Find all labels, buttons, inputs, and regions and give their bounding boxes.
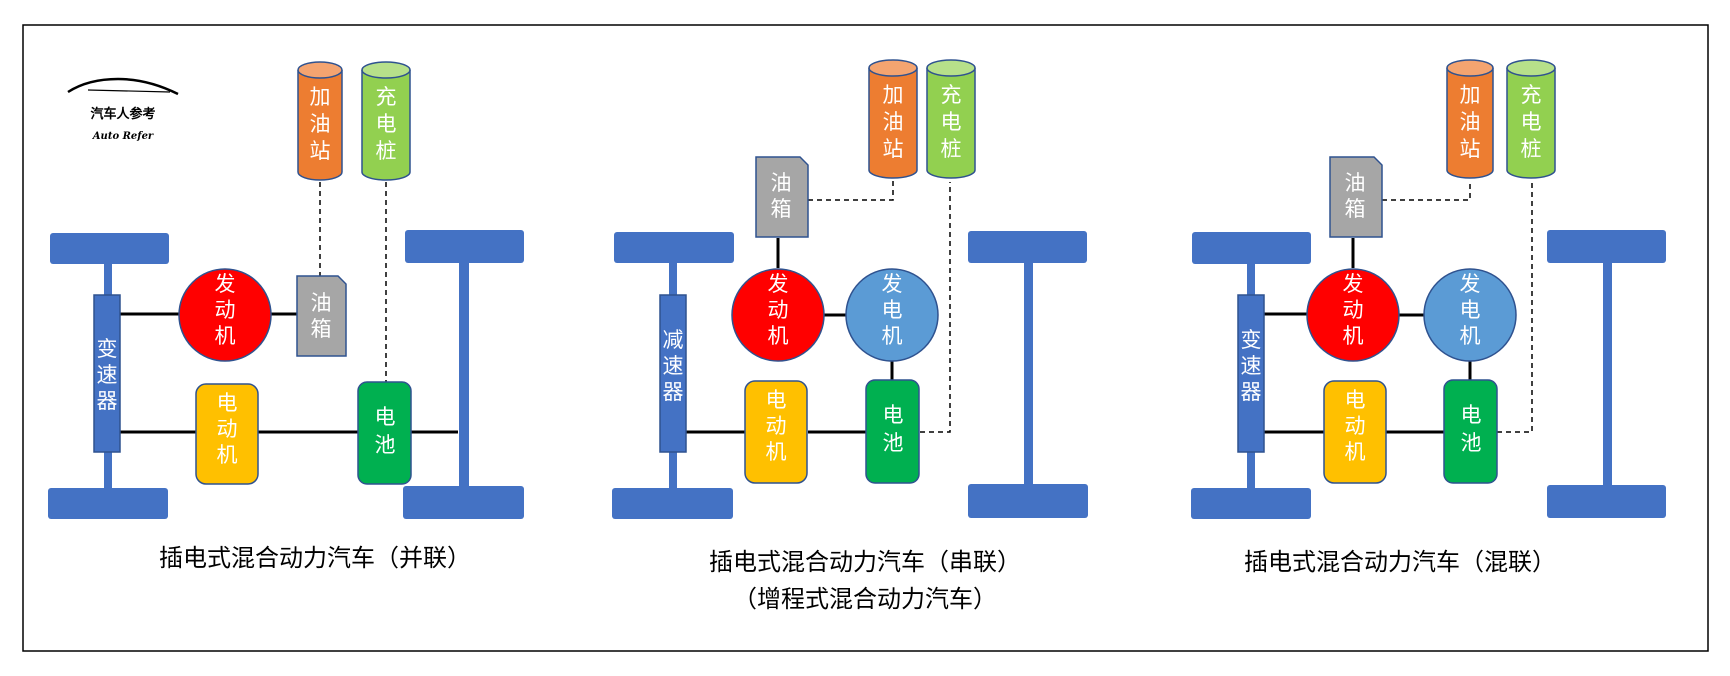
wheel-rear-right bbox=[968, 484, 1088, 518]
gas-station-label: 加油站 bbox=[1460, 83, 1481, 161]
gas-station bbox=[1446, 59, 1494, 179]
fuel-tank-label: 油箱 bbox=[311, 291, 332, 341]
engine-label: 发动机 bbox=[215, 272, 236, 348]
generator-label: 发电机 bbox=[882, 272, 903, 348]
motor-label: 电动机 bbox=[217, 391, 238, 467]
logo: 汽车人参考 Auto Refer bbox=[67, 77, 179, 142]
gas-station bbox=[297, 61, 343, 181]
motor-label: 电动机 bbox=[1345, 388, 1366, 464]
battery bbox=[865, 379, 920, 484]
rear-axle bbox=[1024, 263, 1033, 484]
battery-label: 电池 bbox=[883, 403, 904, 455]
fuel-tank bbox=[755, 156, 809, 238]
wheel-front-right bbox=[48, 488, 168, 519]
charger bbox=[926, 59, 976, 179]
transmission bbox=[93, 294, 121, 453]
engine bbox=[731, 268, 825, 362]
caption-series-sub: （增程式混合动力汽车） bbox=[733, 585, 997, 613]
wheel-rear-right bbox=[1547, 485, 1666, 518]
battery bbox=[357, 381, 412, 485]
wheel-rear-left bbox=[968, 231, 1087, 263]
fuel-tank bbox=[1329, 156, 1383, 238]
engine-label: 发动机 bbox=[1343, 272, 1364, 348]
wheel-front-right bbox=[612, 488, 733, 519]
wheel-rear-left bbox=[405, 230, 524, 263]
generator bbox=[1423, 268, 1517, 362]
reducer-label: 减速器 bbox=[663, 328, 684, 404]
gas-station bbox=[868, 59, 918, 179]
engine-label: 发动机 bbox=[768, 272, 789, 348]
fuel-tank-label: 油箱 bbox=[1345, 171, 1366, 221]
motor-label: 电动机 bbox=[766, 388, 787, 464]
rear-axle bbox=[459, 263, 469, 486]
engine bbox=[178, 268, 272, 362]
fuel-tank bbox=[296, 275, 347, 357]
gas-station-label: 加油站 bbox=[883, 83, 904, 161]
transmission-label: 变速器 bbox=[1241, 328, 1262, 404]
electric-motor bbox=[1323, 380, 1387, 484]
outer-frame bbox=[22, 24, 1709, 652]
wheel-front-left bbox=[614, 232, 734, 263]
transmission-label: 变速器 bbox=[97, 337, 118, 413]
charger-label: 充电桩 bbox=[376, 85, 397, 163]
wheel-front-left bbox=[1192, 232, 1311, 264]
panel-parallel: 变速器 发动机 油箱 电动机 电池 加油站 充电桩 插电式混合动力汽车（并联） bbox=[48, 61, 524, 572]
charger-label: 充电桩 bbox=[1521, 83, 1542, 161]
gas-station-label: 加油站 bbox=[310, 85, 331, 163]
generator bbox=[845, 268, 939, 362]
transmission bbox=[1237, 294, 1265, 453]
panel-mixed: 变速器 油箱 发动机 发电机 电动机 电池 加油站 充电桩 插电式混合动力汽车（… bbox=[1191, 59, 1666, 576]
electric-motor bbox=[744, 380, 808, 484]
battery-label: 电池 bbox=[1461, 403, 1482, 455]
wheel-front-left bbox=[50, 233, 169, 264]
caption-parallel: 插电式混合动力汽车（并联） bbox=[159, 544, 471, 572]
wheel-rear-right bbox=[403, 486, 524, 519]
reducer bbox=[659, 294, 687, 453]
caption-mixed: 插电式混合动力汽车（混联） bbox=[1244, 548, 1556, 576]
generator-label: 发电机 bbox=[1460, 272, 1481, 348]
fuel-tank-label: 油箱 bbox=[771, 171, 792, 221]
charger-label: 充电桩 bbox=[941, 83, 962, 161]
engine bbox=[1306, 268, 1400, 362]
battery bbox=[1443, 379, 1498, 484]
wheel-rear-left bbox=[1547, 230, 1666, 263]
car-silhouette-icon bbox=[67, 77, 179, 96]
battery-label: 电池 bbox=[375, 405, 396, 457]
logo-cn: 汽车人参考 bbox=[90, 106, 155, 122]
wheel-front-right bbox=[1191, 488, 1311, 519]
panel-series: 减速器 油箱 发动机 发电机 电动机 电池 加油站 充电桩 插电式混合动力汽车（… bbox=[612, 59, 1088, 613]
electric-motor bbox=[195, 383, 259, 485]
caption-series: 插电式混合动力汽车（串联） bbox=[709, 548, 1021, 576]
charger bbox=[361, 61, 411, 181]
logo-en: Auto Refer bbox=[92, 131, 154, 142]
charger bbox=[1506, 59, 1556, 179]
rear-axle bbox=[1603, 263, 1612, 485]
